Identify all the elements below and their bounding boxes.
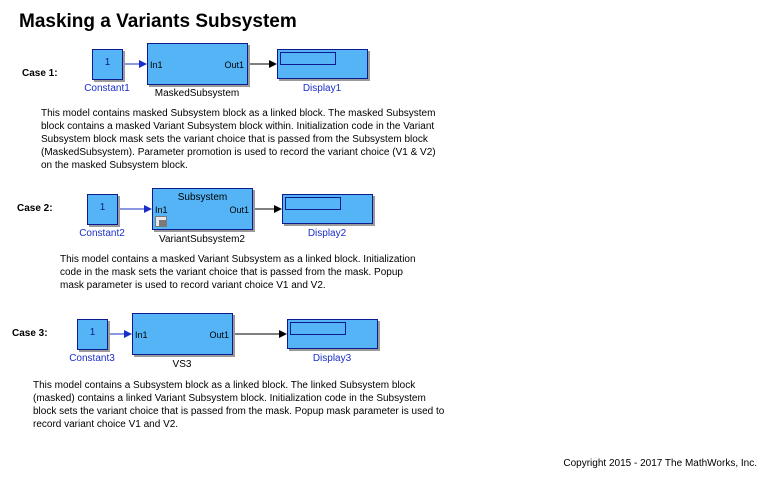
case-2-label: Case 2: [17, 203, 53, 214]
display-readout [290, 322, 346, 335]
constant1-block[interactable]: 1 [92, 49, 123, 80]
description-line: block contains a masked Variant Subsyste… [41, 121, 435, 132]
display2-name: Display2 [307, 228, 347, 239]
description-line: This model contains masked Subsystem blo… [41, 108, 436, 119]
constant3-block[interactable]: 1 [77, 319, 108, 350]
description-line: (masked) contains a linked Variant Subsy… [33, 393, 426, 404]
display-readout [280, 52, 336, 65]
case-3-description: This model contains a Subsystem block as… [33, 379, 473, 431]
case-3-label: Case 3: [12, 328, 48, 339]
case-1-description: This model contains masked Subsystem blo… [41, 107, 461, 172]
vs3-subsystem-block[interactable]: In1 Out1 [132, 313, 233, 355]
constant-value: 1 [104, 57, 111, 68]
copyright-notice: Copyright 2015 - 2017 The MathWorks, Inc… [563, 458, 757, 469]
constant2-block[interactable]: 1 [87, 194, 118, 225]
constant3-name: Constant3 [69, 353, 115, 364]
case-1-label: Case 1: [22, 68, 58, 79]
display2-block[interactable] [282, 194, 373, 224]
case-2-description: This model contains a masked Variant Sub… [60, 253, 460, 292]
vs3-subsystem-name: VS3 [172, 359, 192, 370]
display3-block[interactable] [287, 319, 378, 349]
description-line: record variant choice V1 and V2. [33, 419, 179, 430]
library-link-icon [155, 216, 167, 227]
variant-subsystem-block[interactable]: Subsystem In1 Out1 [152, 188, 253, 230]
description-line: mask parameter is used to record variant… [60, 280, 326, 291]
description-line: block sets the variant choice that is pa… [33, 406, 445, 417]
display1-block[interactable] [277, 49, 368, 79]
out-port-label: Out1 [209, 330, 229, 340]
description-line: This model contains a Subsystem block as… [33, 380, 416, 391]
description-line: Subsystem block mask sets the variant ch… [41, 134, 428, 145]
masked-subsystem-name: MaskedSubsystem [154, 88, 240, 99]
subsystem-title: Subsystem [177, 192, 228, 203]
display1-name: Display1 [302, 83, 342, 94]
page-title: Masking a Variants Subsystem [19, 11, 297, 32]
display3-name: Display3 [312, 353, 352, 364]
description-line: This model contains a masked Variant Sub… [60, 254, 416, 265]
variant-subsystem-name: VariantSubsystem2 [159, 234, 245, 245]
constant1-name: Constant1 [84, 83, 130, 94]
in-port-label: In1 [155, 205, 168, 215]
description-line: (MaskedSubsystem). Parameter promotion i… [41, 147, 436, 158]
display-readout [285, 197, 341, 210]
constant2-name: Constant2 [79, 228, 125, 239]
out-port-label: Out1 [229, 205, 249, 215]
in-port-label: In1 [135, 330, 148, 340]
constant-value: 1 [99, 202, 106, 213]
out-port-label: Out1 [224, 60, 244, 70]
in-port-label: In1 [150, 60, 163, 70]
description-line: code in the mask sets the variant choice… [60, 267, 403, 278]
constant-value: 1 [89, 327, 96, 338]
description-line: on the masked Subsystem block. [41, 160, 188, 171]
masked-subsystem-block[interactable]: In1 Out1 [147, 43, 248, 85]
